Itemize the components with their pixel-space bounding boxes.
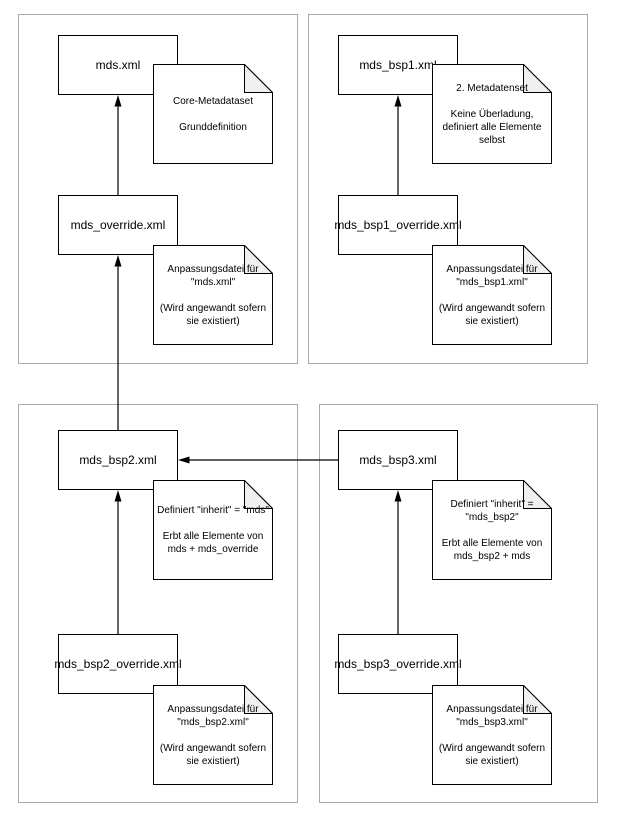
note-line: Anpassungsdatei für: [446, 263, 538, 275]
note-line: sie existiert): [186, 315, 240, 327]
note-shape: [153, 480, 273, 580]
note-line: (Wird angewandt sofern: [159, 742, 267, 754]
node-label: mds_bsp1_override.xml: [334, 218, 462, 232]
node-label: mds_bsp2.xml: [79, 453, 157, 467]
note-shape: [432, 64, 552, 164]
note-line: "mds_bsp1.xml": [456, 276, 528, 288]
note-core-metadataset: Core-Metadataset Grunddefinition: [153, 64, 273, 164]
note-text: Definiert "inherit" = "mds_bsp2" Erbt al…: [432, 480, 552, 580]
note-line: definiert alle Elemente: [442, 121, 542, 133]
note-shape: [432, 245, 552, 345]
note-text: Definiert "inherit" = "mds" Erbt alle El…: [153, 480, 273, 580]
note-line: (Wird angewandt sofern: [159, 302, 267, 314]
note-line: Definiert "inherit" = "mds": [157, 505, 269, 516]
note-shape: [432, 480, 552, 580]
panel-bsp3-metadataset: [319, 404, 598, 803]
note-line: mds + mds_override: [167, 544, 259, 555]
note-line: Grunddefinition: [179, 121, 247, 133]
note-line: (Wird angewandt sofern: [438, 302, 546, 314]
note-shape: [153, 245, 273, 345]
note-shape: [153, 64, 273, 164]
note-anpassung-bsp2: Anpassungsdatei für "mds_bsp2.xml" (Wird…: [153, 685, 273, 785]
folded-corner-icon: [523, 245, 552, 274]
note-line: selbst: [478, 134, 506, 146]
folded-corner-icon: [244, 64, 273, 93]
note-line: "mds_bsp2": [465, 511, 519, 523]
note-shape: [153, 685, 273, 785]
node-mds-bsp2-xml: mds_bsp2.xml: [58, 430, 178, 490]
note-line: "mds_bsp3.xml": [456, 716, 528, 728]
folded-corner-icon: [523, 64, 552, 93]
node-label: mds_override.xml: [70, 218, 166, 232]
folded-corner-icon: [244, 480, 273, 509]
note-line: Definiert "inherit" =: [450, 498, 534, 510]
note-text: Anpassungsdatei für "mds_bsp3.xml" (Wird…: [432, 685, 552, 785]
folded-corner-icon: [244, 245, 273, 274]
note-text: Core-Metadataset Grunddefinition: [153, 64, 273, 164]
node-mds-bsp3-override-xml: mds_bsp3_override.xml: [334, 634, 462, 694]
note-line: sie existiert): [186, 755, 240, 767]
note-line: Anpassungsdatei für: [446, 703, 538, 715]
node-label: mds_bsp3_override.xml: [334, 657, 462, 671]
note-text: Anpassungsdatei für "mds.xml" (Wird ange…: [153, 245, 273, 345]
note-line: Erbt alle Elemente von: [162, 531, 264, 542]
node-label: mds_bsp2_override.xml: [54, 657, 182, 671]
note-line: Keine Überladung,: [450, 108, 534, 120]
node-label: mds_bsp3.xml: [359, 453, 437, 467]
note-anpassung-bsp1: Anpassungsdatei für "mds_bsp1.xml" (Wird…: [432, 245, 552, 345]
note-line: "mds_bsp2.xml": [177, 716, 249, 728]
node-mds-bsp2-override-xml: mds_bsp2_override.xml: [54, 634, 182, 694]
note-2-metadatenset: 2. Metadatenset Keine Überladung, defini…: [432, 64, 552, 164]
note-text: Anpassungsdatei für "mds_bsp1.xml" (Wird…: [432, 245, 552, 345]
note-inherit-bsp2: Definiert "inherit" = "mds_bsp2" Erbt al…: [432, 480, 552, 580]
note-line: sie existiert): [465, 315, 519, 327]
panel-bsp2-metadataset: [18, 404, 298, 803]
note-anpassung-bsp3: Anpassungsdatei für "mds_bsp3.xml" (Wird…: [432, 685, 552, 785]
panel-core-metadataset: [18, 14, 298, 364]
note-line: "mds.xml": [190, 276, 236, 288]
note-text: 2. Metadatenset Keine Überladung, defini…: [432, 64, 552, 164]
note-line: sie existiert): [465, 755, 519, 767]
note-line: Anpassungsdatei für: [167, 263, 259, 275]
note-line: Erbt alle Elemente von: [441, 537, 543, 549]
note-line: Core-Metadataset: [172, 95, 254, 107]
folded-corner-icon: [244, 685, 273, 714]
note-anpassung-mds: Anpassungsdatei für "mds.xml" (Wird ange…: [153, 245, 273, 345]
folded-corner-icon: [523, 685, 552, 714]
panel-bsp1-metadataset: [308, 14, 588, 364]
note-shape: [432, 685, 552, 785]
note-line: mds_bsp2 + mds: [453, 550, 531, 562]
note-text: Anpassungsdatei für "mds_bsp2.xml" (Wird…: [153, 685, 273, 785]
folded-corner-icon: [523, 480, 552, 509]
note-line: (Wird angewandt sofern: [438, 742, 546, 754]
note-inherit-mds: Definiert "inherit" = "mds" Erbt alle El…: [153, 480, 273, 580]
note-line: Anpassungsdatei für: [167, 703, 259, 715]
node-label: mds.xml: [95, 58, 141, 72]
note-line: 2. Metadatenset: [456, 82, 528, 94]
node-label: mds_bsp1.xml: [359, 58, 437, 72]
